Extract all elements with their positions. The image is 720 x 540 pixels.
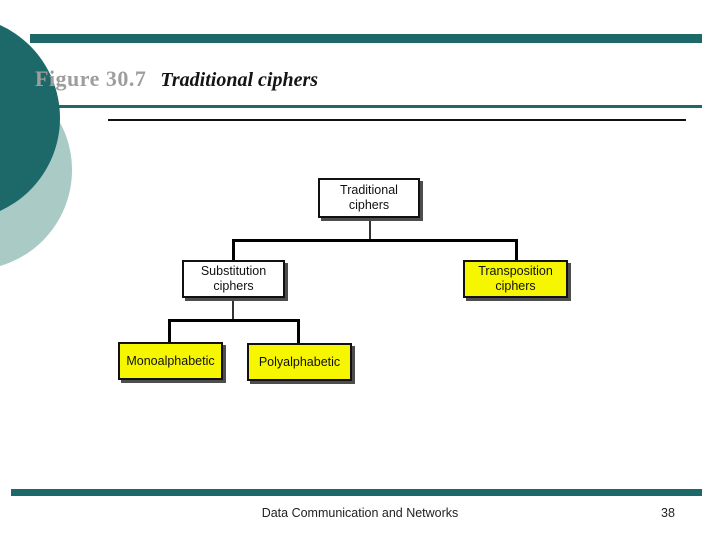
node-label-line: Transposition <box>478 264 553 278</box>
connector-substitution-stub <box>232 298 234 321</box>
connector-level2-bracket <box>168 319 300 322</box>
footer-title: Data Communication and Networks <box>261 506 459 520</box>
diagram-node-transposition-ciphers: Transposition ciphers <box>463 260 568 298</box>
diagram-node-traditional-ciphers: Traditional ciphers <box>318 178 420 218</box>
node-label-line: Polyalphabetic <box>258 354 341 369</box>
node-label-line: Traditional <box>340 183 398 197</box>
diagram-node-polyalphabetic: Polyalphabetic <box>247 343 352 381</box>
slide-header: Figure 30.7 Traditional ciphers <box>35 66 318 92</box>
connector-traditional-stub <box>369 218 371 241</box>
connector-drop-substitution <box>232 239 235 260</box>
footer-accent-bar <box>11 489 702 496</box>
figure-title: Traditional ciphers <box>160 69 319 91</box>
diagram-node-substitution-ciphers: Substitution ciphers <box>182 260 285 298</box>
header-divider-teal <box>30 105 702 108</box>
page-number: 38 <box>661 506 675 520</box>
diagram-node-monoalphabetic: Monoalphabetic <box>118 342 223 380</box>
node-label-line: ciphers <box>348 198 390 212</box>
header-divider-black <box>108 119 686 121</box>
connector-drop-monoalphabetic <box>168 319 171 343</box>
node-label-line: Substitution <box>200 264 267 278</box>
node-label-line: ciphers <box>213 279 254 293</box>
top-accent-bar <box>30 34 702 43</box>
connector-drop-transposition <box>515 239 518 260</box>
connector-drop-polyalphabetic <box>297 319 300 344</box>
node-label-line: Monoalphabetic <box>126 353 215 368</box>
node-label-line: ciphers <box>495 279 536 293</box>
figure-label: Figure 30.7 <box>35 66 147 91</box>
connector-level1-bracket <box>232 239 518 242</box>
